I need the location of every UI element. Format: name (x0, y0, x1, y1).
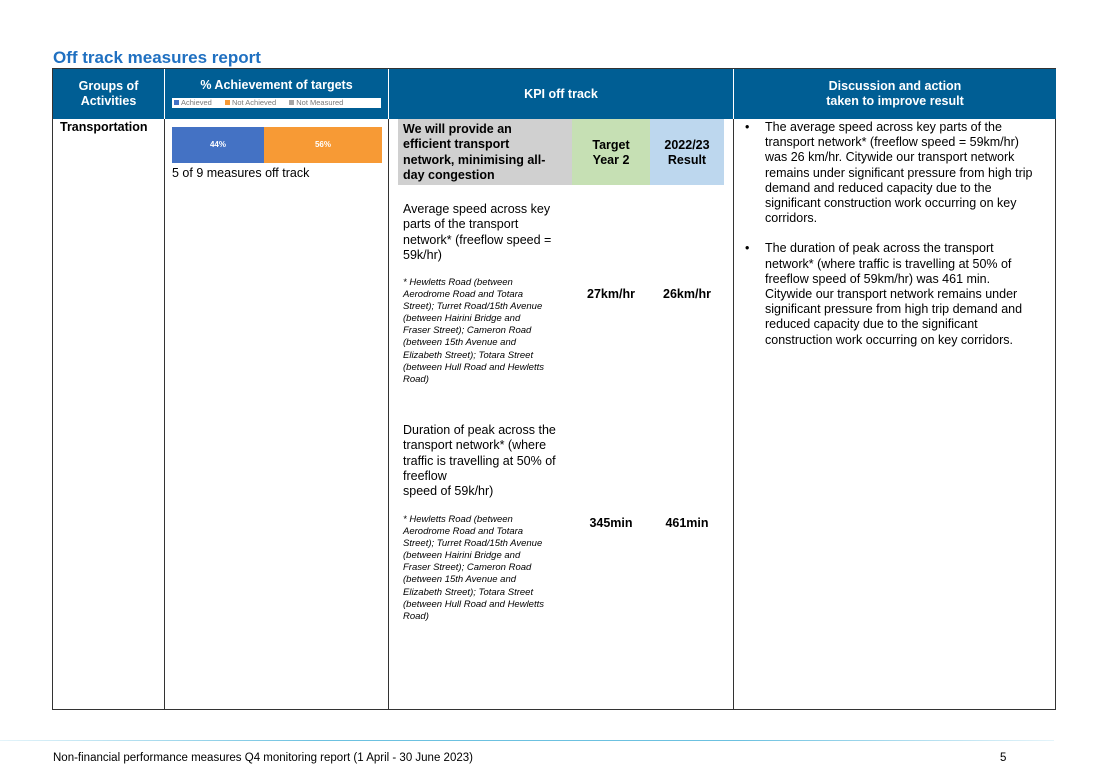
measure-line: traffic is travelling at 50% of (403, 453, 556, 468)
measure-line: 59k/hr) (403, 247, 442, 262)
header-groups-line-2: Activities (80, 94, 137, 108)
measure-line: transport network* (where (403, 438, 547, 453)
header-discussion: Discussion and action taken to improve r… (734, 69, 1056, 119)
header-groups-of-activities: Groups of Activities (53, 69, 165, 119)
discussion-line: construction work occurring on key corri… (765, 332, 1014, 347)
header-achievement: % Achievement of targets Achieved Not Ac… (165, 69, 389, 119)
header-groups-line-1: Groups of (78, 79, 139, 93)
measure-result-average-speed: 26km/hr (663, 287, 711, 301)
measure-target-duration-of-peak: 345min (589, 516, 633, 530)
footnote-line: Elizabeth Street); Totara Street (403, 586, 534, 598)
measure-line: speed of 59k/hr) (403, 484, 494, 499)
footnote-line: Aerodrome Road and Totara (403, 526, 524, 538)
discussion-line: The duration of peak across the transpor… (765, 241, 994, 256)
footnote-line: Street); Turret Road/15th Avenue (403, 301, 543, 313)
measure-description-duration-of-peak: Duration of peak across the transport ne… (403, 423, 573, 499)
result-header-line: 2022/23 (664, 138, 710, 152)
discussion-line: corridors. (765, 211, 818, 226)
footnote-line: (between Hull Road and Hewletts (403, 361, 544, 373)
target-header-line: Target (592, 138, 630, 152)
footer-report-name: Non-financial performance measures Q4 mo… (53, 752, 473, 764)
discussion-line: reduced capacity due to the significant (765, 317, 978, 332)
measure-line: Duration of peak across the (403, 423, 556, 437)
measure-footnote-duration-of-peak: * Hewletts Road (between Aerodrome Road … (403, 514, 573, 623)
measure-line: Average speed across key (403, 202, 551, 216)
footnote-line: Aerodrome Road and Totara (403, 289, 524, 301)
footnote-line: * Hewletts Road (between (403, 277, 513, 288)
legend-swatch-achieved (174, 100, 179, 105)
kpi-header-block: We will provide an efficient transport n… (398, 119, 724, 185)
kpi-goal-line: day congestion (403, 168, 495, 183)
page-number: 5 (1000, 752, 1007, 764)
discussion-line: significant construction work occurring … (765, 196, 1017, 211)
legend-label-achieved: Achieved (181, 98, 212, 107)
discussion-line: demand and reduced capacity due to the (765, 180, 992, 195)
achievement-bar: 44% 56% (172, 127, 382, 163)
discussion-line: remains under significant pressure from … (765, 165, 1033, 180)
legend-swatch-not-measured (289, 100, 295, 105)
measure-footnote-average-speed: * Hewletts Road (between Aerodrome Road … (403, 277, 573, 386)
kpi-goal-statement: We will provide an efficient transport n… (398, 119, 572, 185)
footnote-line: Elizabeth Street); Totara Street (403, 349, 534, 361)
footnote-line: Fraser Street); Cameron Road (403, 325, 532, 337)
bar-segment-achieved: 44% (172, 127, 264, 163)
measure-line: network* (freeflow speed = (403, 232, 552, 247)
footnote-line: Road) (403, 610, 429, 622)
measure-description-average-speed: Average speed across key parts of the tr… (403, 202, 573, 263)
discussion-list: • The average speed across key parts of … (743, 120, 1051, 363)
discussion-item-duration-of-peak: • The duration of peak across the transp… (743, 241, 1051, 347)
column-divider (388, 119, 389, 709)
kpi-goal-line: efficient transport (403, 137, 510, 152)
legend-label-not-measured: Not Measured (296, 98, 344, 107)
discussion-item-average-speed: • The average speed across key parts of … (743, 120, 1051, 226)
footnote-line: (between Hairini Bridge and (403, 313, 521, 325)
header-discussion-line-1: Discussion and action (828, 79, 962, 93)
result-2022-23-header: 2022/23 Result (650, 119, 724, 185)
discussion-line: significant pressure from high trip dema… (765, 302, 1023, 317)
footer-divider (0, 740, 1054, 741)
measure-line: parts of the transport (403, 217, 519, 232)
group-name-transportation: Transportation (60, 120, 148, 134)
column-divider (733, 119, 734, 709)
header-discussion-line-2: taken to improve result (826, 94, 964, 108)
discussion-line: network* (where traffic is travelling at… (765, 256, 1012, 271)
column-divider (164, 119, 165, 709)
footnote-line: (between 15th Avenue and (403, 574, 517, 586)
legend-item-not-achieved: Not Achieved (224, 98, 277, 107)
header-achievement-label: % Achievement of targets (200, 78, 353, 92)
measure-result-duration-of-peak: 461min (665, 516, 709, 530)
measure-target-average-speed: 27km/hr (587, 287, 635, 301)
bullet-marker: • (745, 120, 750, 134)
bullet-marker: • (745, 241, 750, 256)
discussion-line: freeflow speed of 59km/hr) was 461 min. (765, 271, 991, 286)
footnote-line: (between 15th Avenue and (403, 337, 517, 349)
footnote-line: Street); Turret Road/15th Avenue (403, 538, 543, 550)
achievement-legend: Achieved Not Achieved Not Measured (172, 98, 381, 108)
footnote-line: (between Hairini Bridge and (403, 550, 521, 562)
bar-segment-not-achieved: 56% (264, 127, 382, 163)
measure-line: freeflow (403, 468, 447, 483)
legend-item-achieved: Achieved (174, 98, 212, 107)
kpi-goal-line: We will provide an (403, 122, 512, 136)
off-track-measures-table: Groups of Activities % Achievement of ta… (52, 68, 1056, 710)
target-header-line: Year 2 (592, 153, 630, 167)
result-header-line: Result (667, 153, 707, 167)
target-year-2-header: Target Year 2 (572, 119, 650, 185)
footnote-line: * Hewletts Road (between (403, 514, 513, 525)
discussion-line: was 26 km/hr. Citywide our transport net… (765, 150, 1015, 165)
header-kpi-off-track: KPI off track (389, 69, 734, 119)
footnote-line: (between Hull Road and Hewletts (403, 598, 544, 610)
legend-label-not-achieved: Not Achieved (231, 98, 277, 107)
footnote-line: Fraser Street); Cameron Road (403, 562, 532, 574)
footnote-line: Road) (403, 373, 429, 385)
page-title: Off track measures report (53, 48, 261, 67)
discussion-line: The average speed across key parts of th… (765, 120, 1002, 134)
discussion-line: Citywide our transport network remains u… (765, 287, 1018, 302)
measures-off-track-count: 5 of 9 measures off track (172, 166, 310, 180)
kpi-goal-line: network, minimising all- (403, 152, 546, 167)
legend-item-not-measured: Not Measured (289, 98, 343, 107)
legend-swatch-not-achieved (224, 100, 230, 105)
discussion-line: transport network* (freeflow speed = 59k… (765, 135, 1019, 150)
